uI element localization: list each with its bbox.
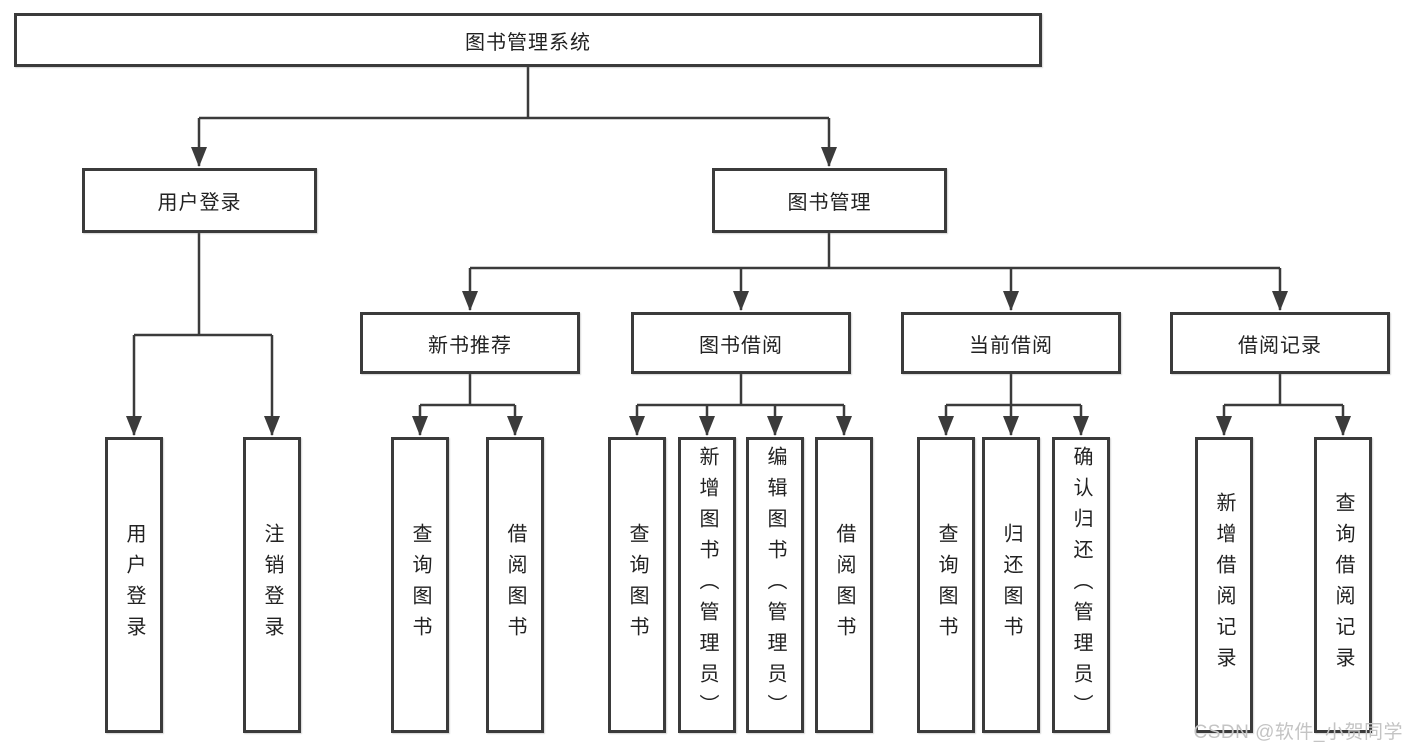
node-label: 归还图书 <box>1000 523 1022 647</box>
node-label: 图书借阅 <box>699 334 783 357</box>
node-label: 注销登录 <box>261 523 283 647</box>
node-label: 确认归还（管理员） <box>1070 445 1092 725</box>
watermark: CSDN @软件_小贺同学 <box>1193 722 1403 743</box>
leaf-query-books-2: 查询图书 <box>608 437 666 733</box>
node-user-login: 用户登录 <box>82 168 317 233</box>
node-book-borrowing: 图书借阅 <box>631 312 851 374</box>
leaf-user-login: 用户登录 <box>105 437 163 733</box>
node-label: 查询借阅记录 <box>1332 492 1354 678</box>
node-book-management: 图书管理 <box>712 168 947 233</box>
node-current-borrowing: 当前借阅 <box>901 312 1121 374</box>
node-label: 借阅记录 <box>1238 334 1322 357</box>
node-label: 借阅图书 <box>504 523 526 647</box>
node-label: 新书推荐 <box>428 334 512 357</box>
node-label: 图书管理 <box>787 192 872 214</box>
node-label: 查询图书 <box>935 523 957 647</box>
leaf-add-books-admin: 新增图书（管理员） <box>678 437 736 733</box>
node-label: 新增借阅记录 <box>1213 492 1235 678</box>
leaf-borrow-books-1: 借阅图书 <box>486 437 544 733</box>
leaf-return-books: 归还图书 <box>982 437 1040 733</box>
node-label: 查询图书 <box>409 523 431 647</box>
leaf-add-borrow-record: 新增借阅记录 <box>1195 437 1253 733</box>
node-new-book-recommendation: 新书推荐 <box>360 312 580 374</box>
node-label: 图书管理系统 <box>465 31 591 54</box>
leaf-query-borrow-record: 查询借阅记录 <box>1314 437 1372 733</box>
leaf-borrow-books-2: 借阅图书 <box>815 437 873 733</box>
node-borrowing-records: 借阅记录 <box>1170 312 1390 374</box>
node-label: 当前借阅 <box>969 334 1053 357</box>
node-label: 编辑图书（管理员） <box>764 445 786 725</box>
leaf-edit-books-admin: 编辑图书（管理员） <box>746 437 804 733</box>
leaf-confirm-return-admin: 确认归还（管理员） <box>1052 437 1110 733</box>
leaf-query-books-1: 查询图书 <box>391 437 449 733</box>
leaf-logout: 注销登录 <box>243 437 301 733</box>
node-label: 借阅图书 <box>833 523 855 647</box>
node-label: 查询图书 <box>626 523 648 647</box>
node-library-management-system: 图书管理系统 <box>14 13 1042 67</box>
connector-bus-lines <box>134 67 1343 407</box>
node-label: 新增图书（管理员） <box>696 445 718 725</box>
leaf-query-books-3: 查询图书 <box>917 437 975 733</box>
node-label: 用户登录 <box>157 192 242 214</box>
node-label: 用户登录 <box>123 523 145 647</box>
